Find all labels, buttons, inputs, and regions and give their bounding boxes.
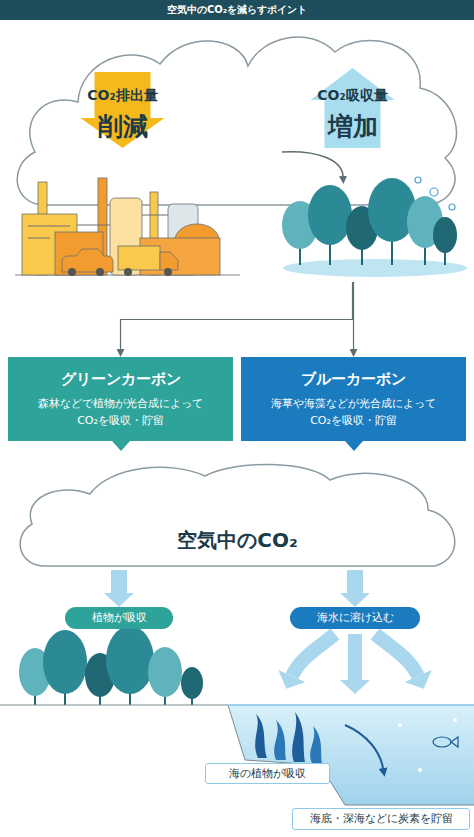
tree-crown: [106, 626, 154, 694]
bubble: [449, 204, 455, 210]
reduce-arrow: CO₂排出量削減: [10, 60, 235, 282]
bubble: [418, 768, 422, 772]
blue-carbon-box: ブルーカーボン海草や海藻などが光合成によってCO₂を吸収・貯留: [241, 357, 466, 441]
curved-arrow: [282, 152, 343, 176]
car: [62, 249, 113, 272]
pipe-lines: [28, 215, 168, 238]
wheel: [124, 268, 132, 276]
increase-arrow: CO₂吸収量増加: [240, 60, 465, 282]
node-heading: グリーンカーボン: [61, 369, 181, 389]
dissolve-pill: 海水に溶け込む: [290, 607, 420, 629]
node-heading: 海底・深海などに炭素を貯留: [293, 809, 469, 828]
fish: [433, 737, 451, 747]
absorb-pill: 植物が吸収: [65, 607, 173, 629]
node-body: 森林などで植物が光合成によってCO₂を吸収・貯留: [38, 395, 203, 429]
tree-crown: [181, 667, 203, 699]
wheel: [164, 268, 172, 276]
seabed-line: [0, 705, 474, 805]
note-tag: 海底・深海などに炭素を貯留: [292, 808, 470, 830]
sea-water: [228, 705, 474, 805]
bubble: [398, 723, 402, 727]
node-body: 海草や海藻などが光合成によってCO₂を吸収・貯留: [271, 395, 436, 429]
truck: [118, 246, 160, 270]
node-heading: 海の植物が吸収: [206, 764, 329, 783]
sinking-arrow: [345, 725, 383, 768]
note-tag: 海の植物が吸収: [205, 763, 330, 784]
green-carbon-box: グリーンカーボン森林などで植物が光合成によってCO₂を吸収・貯留: [8, 357, 233, 441]
seaweed: [310, 726, 322, 763]
dissolve-arrow: [292, 634, 335, 676]
node-body: 増加: [240, 112, 465, 142]
seaweed: [255, 714, 267, 758]
node-heading: 空気中のCO₂: [10, 527, 465, 553]
wheel: [96, 268, 104, 276]
bubble: [430, 188, 438, 196]
node-heading: ブルーカーボン: [301, 369, 406, 389]
wheel: [68, 268, 76, 276]
fish-tail: [451, 737, 458, 747]
dissolve-arrow: [375, 634, 418, 676]
tree-crown: [148, 647, 182, 697]
tree-crown: [43, 630, 87, 694]
tree-crown: [433, 217, 457, 253]
seaweed: [274, 720, 286, 760]
node-heading: 植物が吸収: [65, 607, 173, 629]
seaweed: [292, 712, 305, 762]
cloud-shape: [10, 458, 465, 570]
connector-arrow: [353, 282, 354, 349]
sea-surface: [228, 704, 474, 706]
arrow-shape: [10, 60, 235, 160]
dissolve-arrow: [348, 634, 362, 680]
connector-arrow: [121, 282, 353, 349]
bubble: [453, 718, 457, 722]
bubble: [415, 177, 421, 183]
air-cloud: 空気中のCO₂: [10, 458, 465, 570]
node-heading: CO₂排出量: [10, 86, 235, 104]
bubble-tail: [345, 441, 363, 451]
pond: [283, 259, 467, 277]
diagram-title: 空気中のCO₂を減らすポイント: [0, 0, 474, 20]
tree-crown: [308, 185, 352, 245]
node-body: 削減: [10, 112, 235, 142]
bubble-tail: [112, 441, 130, 451]
truck-cab: [160, 252, 178, 270]
node-heading: CO₂吸収量: [240, 86, 465, 104]
arrow-shape: [240, 60, 465, 160]
connector-arrow: [347, 570, 363, 593]
node-heading: 海水に溶け込む: [290, 607, 420, 629]
connector-arrow: [111, 570, 127, 593]
